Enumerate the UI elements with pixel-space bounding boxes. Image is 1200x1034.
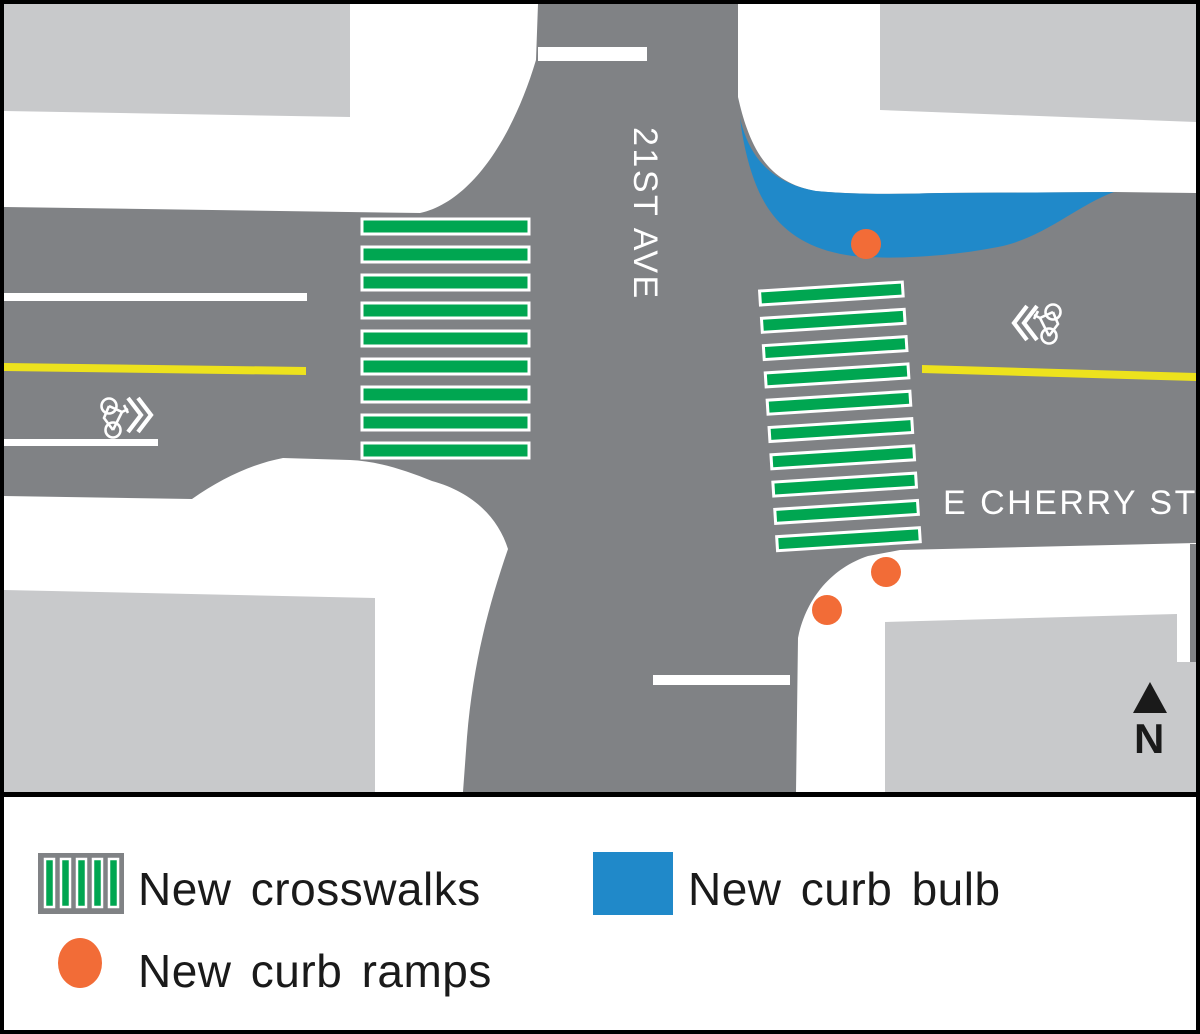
new-crosswalk-west (360, 217, 531, 460)
crosswalk-bar (360, 329, 531, 348)
legend-crosswalk-bar (107, 857, 120, 909)
building-block-northwest (4, 4, 350, 117)
north-arrow-label: N (1134, 715, 1164, 762)
building-block-southwest (4, 590, 375, 792)
crosswalk-bar (773, 498, 920, 525)
crosswalk-bar (360, 357, 531, 376)
centerline-west (4, 363, 306, 375)
centerline-east (922, 365, 1196, 381)
curb-ramp-dot (851, 229, 881, 259)
sharrow-west (100, 396, 154, 439)
legend-crosswalk-bar (59, 857, 72, 909)
sharrow-east (1011, 303, 1062, 345)
new-curb-ramps (812, 229, 901, 625)
curb-bulb-legend-icon (593, 852, 673, 915)
building-block-northeast (880, 4, 1196, 122)
bicycle-icon (1032, 303, 1062, 345)
new-crosswalk-east (757, 280, 922, 553)
crosswalk-bar (360, 301, 531, 320)
curb-ramp-dot (871, 557, 901, 587)
legend-panel: New crosswalks New curb ramps New curb b… (4, 797, 1196, 1030)
lane-markings (4, 47, 1196, 685)
crosswalk-bar (775, 526, 922, 553)
legend-crosswalks-label: New crosswalks (138, 863, 481, 915)
stop-bar-north-leg (538, 47, 647, 61)
crosswalk-bar (761, 335, 909, 362)
crosswalk-legend-icon (38, 853, 124, 914)
chevron-right-icon (126, 396, 154, 434)
crosswalk-bar (763, 362, 911, 389)
legend-crosswalk-bar (91, 857, 104, 909)
crosswalk-bar (360, 273, 531, 292)
legend-crosswalk-bar (43, 857, 56, 909)
crosswalk-bar (360, 217, 531, 236)
crosswalk-bar (360, 413, 531, 432)
crosswalk-bar (360, 245, 531, 264)
chevron-left-icon (1011, 304, 1039, 342)
crosswalk-bar (360, 385, 531, 404)
building-block-southeast (885, 614, 1196, 792)
north-arrow-icon (1133, 682, 1167, 713)
curb-ramp-dot (812, 595, 842, 625)
crosswalk-bar (771, 471, 919, 498)
crosswalk-bar (765, 389, 913, 416)
north-arrow: N (1133, 682, 1167, 762)
street-label-21st-ave: 21ST AVE (626, 127, 664, 301)
crosswalk-bar (360, 441, 531, 460)
alley-stub (1190, 544, 1196, 662)
lane-line-west-upper (4, 293, 307, 301)
new-curb-bulb (740, 118, 1114, 258)
map-panel: 21ST AVE E CHERRY ST N (4, 4, 1198, 792)
crosswalk-bar (757, 280, 905, 307)
legend-curb-ramps-label: New curb ramps (138, 945, 492, 997)
street-label-e-cherry-st: E CHERRY ST (943, 484, 1198, 522)
crosswalk-bar (759, 307, 907, 334)
legend-crosswalk-bar (75, 857, 88, 909)
lane-line-west-lower (4, 439, 158, 446)
lane-line-south-leg (653, 675, 790, 685)
crosswalk-bar (767, 416, 915, 444)
bicycle-icon (100, 397, 130, 439)
curb-ramp-legend-icon (58, 938, 102, 988)
legend-curb-bulb-label: New curb bulb (688, 863, 1001, 915)
crosswalk-bar (769, 444, 917, 471)
